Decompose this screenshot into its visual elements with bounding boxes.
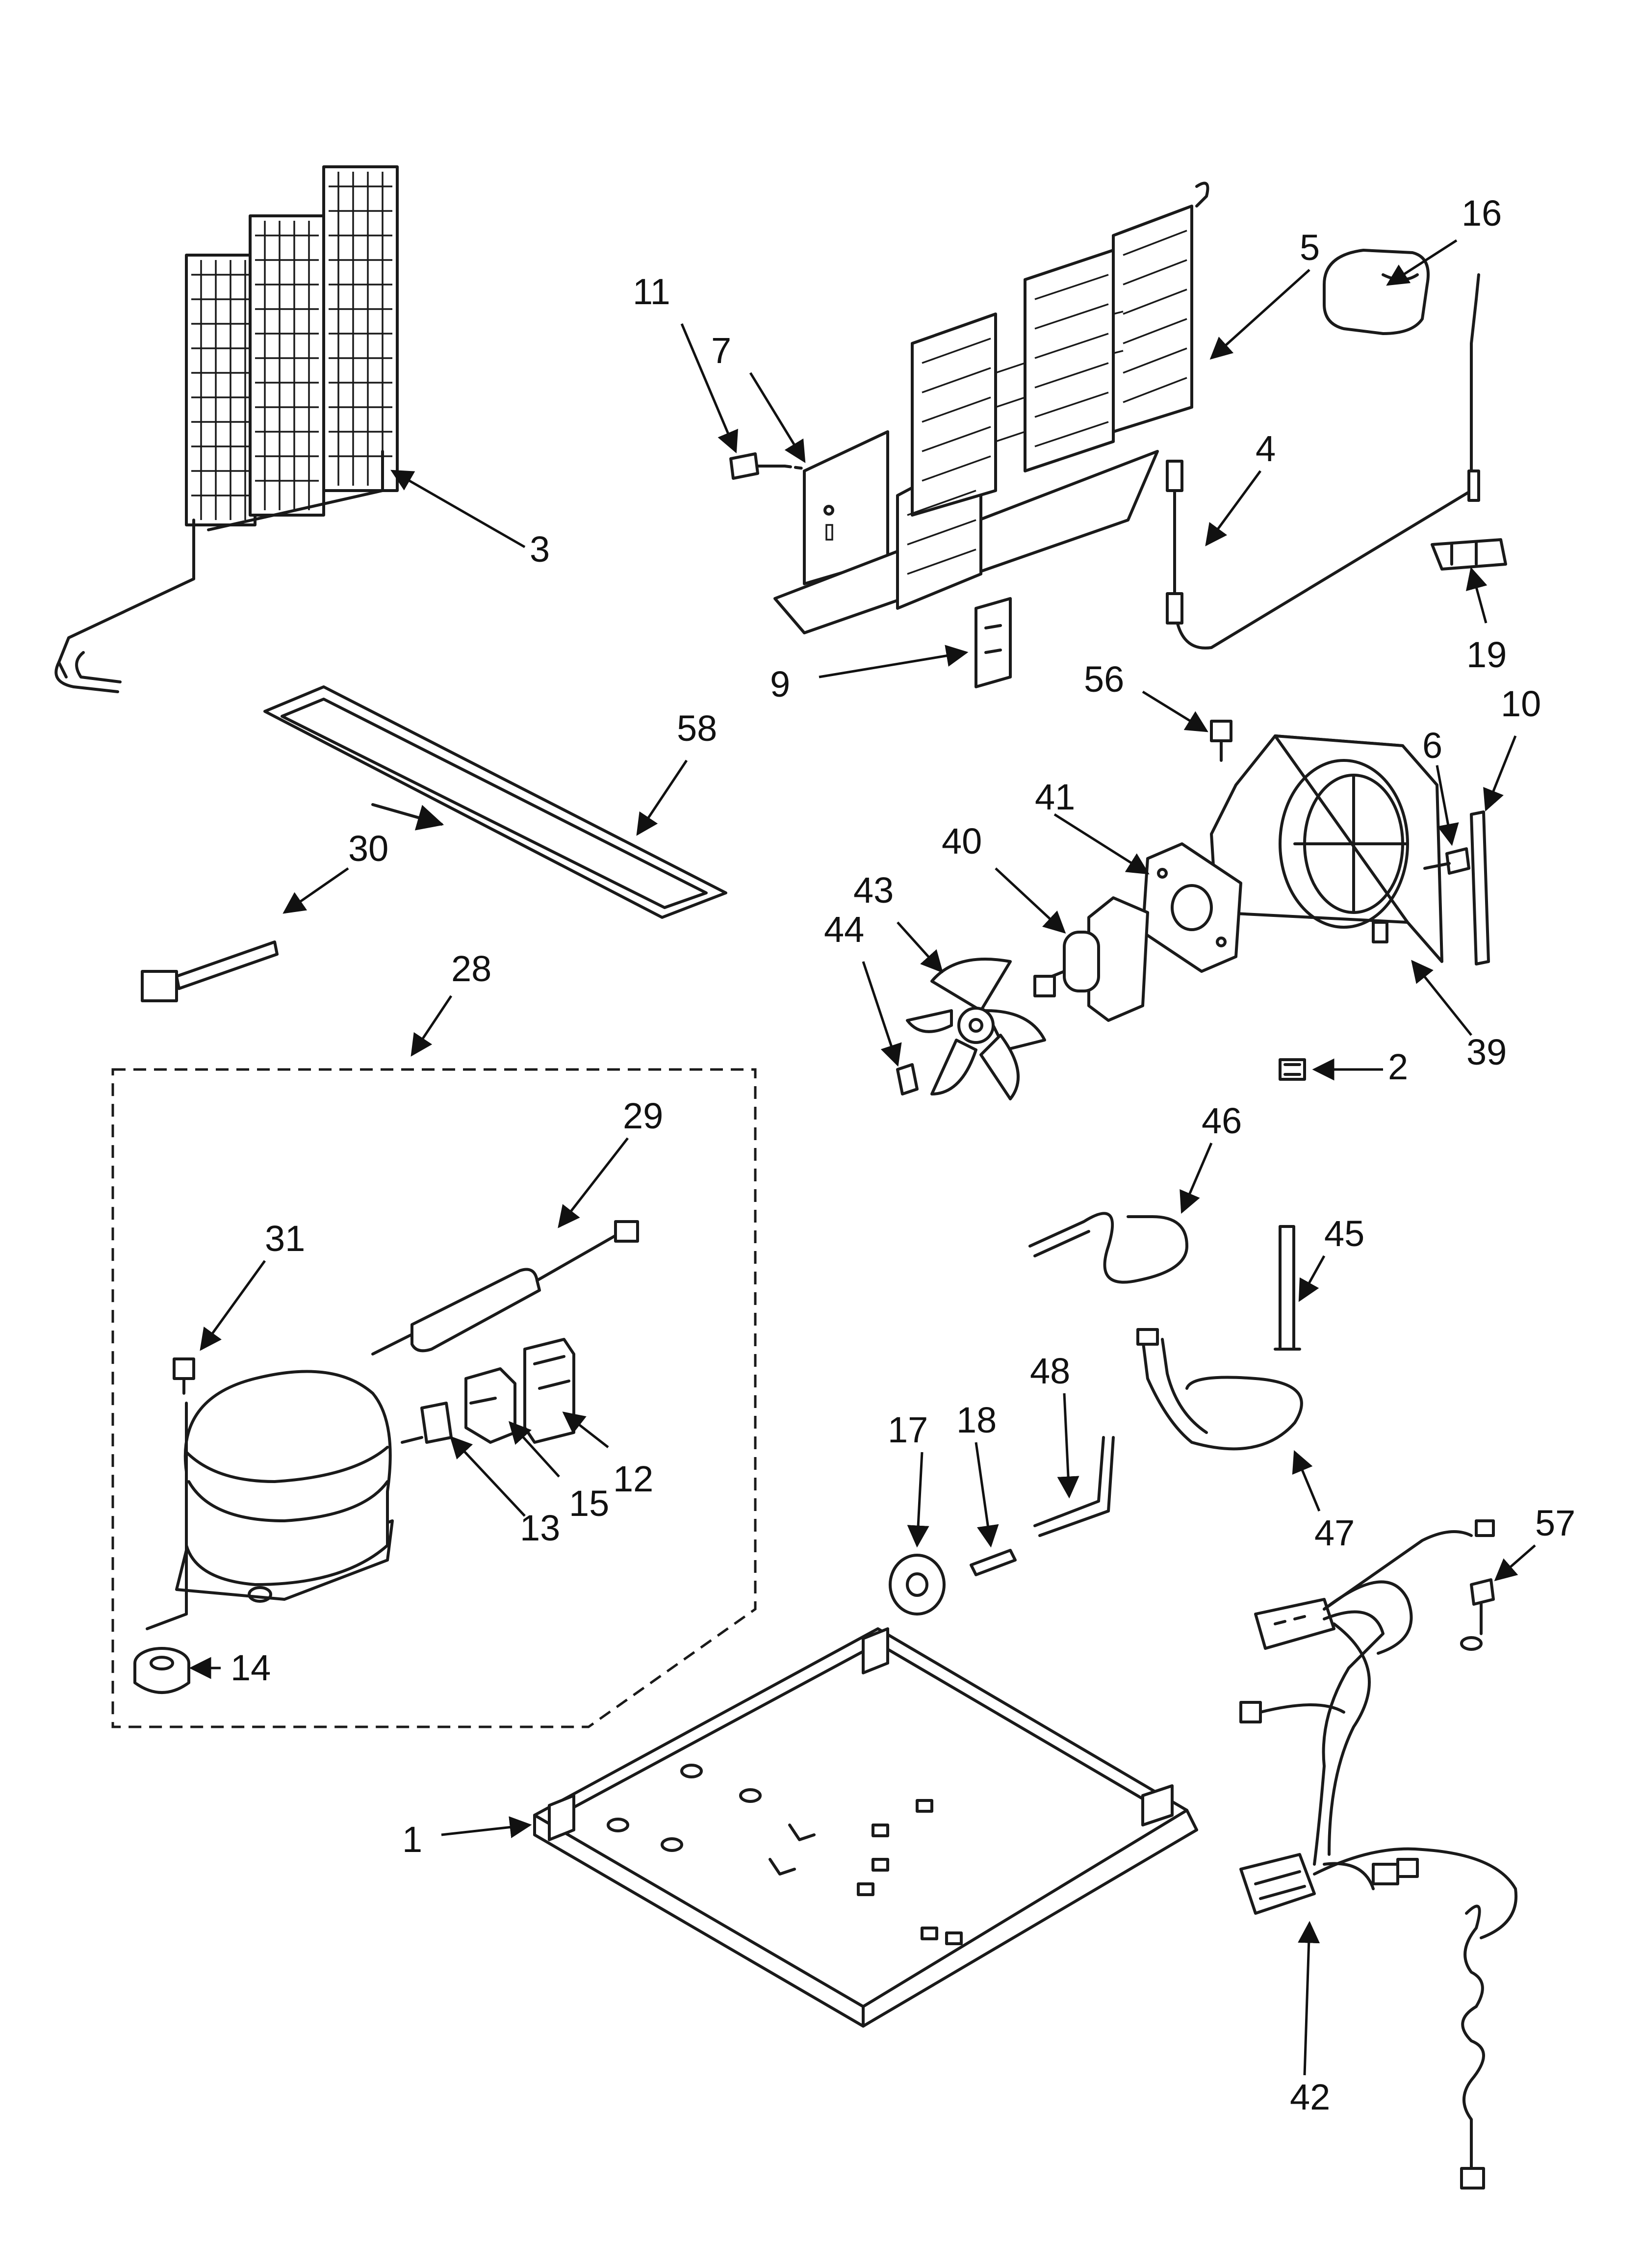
callout-10: 10	[1501, 683, 1541, 724]
callout-7: 7	[711, 330, 731, 371]
callout-44: 44	[824, 909, 864, 950]
callout-19: 19	[1466, 634, 1507, 675]
callout-46: 46	[1202, 1100, 1242, 1141]
overload-15	[464, 1367, 516, 1444]
cable-tie-30	[141, 940, 279, 1002]
callout-40: 40	[942, 821, 982, 861]
pin-45	[1274, 1225, 1301, 1351]
relay-cover-12	[523, 1338, 575, 1444]
tube-47	[1136, 1328, 1303, 1451]
callout-6: 6	[1422, 725, 1442, 766]
relay-13	[401, 1402, 453, 1444]
condenser-coil	[54, 165, 399, 693]
bracket-9	[975, 597, 1012, 688]
callout-9: 9	[770, 664, 790, 704]
screw-57	[1460, 1578, 1495, 1651]
screw-11	[729, 452, 806, 480]
callout-16: 16	[1462, 193, 1502, 234]
callout-31: 31	[265, 1218, 305, 1259]
wiring-harness-42	[1239, 1519, 1518, 2190]
callout-14: 14	[231, 1647, 271, 1688]
callout-29: 29	[623, 1095, 663, 1136]
callout-2: 2	[1388, 1046, 1408, 1087]
wheel-17	[889, 1554, 946, 1616]
tube-48	[1033, 1436, 1115, 1537]
callout-1: 1	[402, 1819, 422, 1860]
thermistor-4	[1166, 273, 1480, 650]
compressor-kit-28	[111, 1068, 757, 1728]
callout-17: 17	[888, 1409, 928, 1450]
nut-2	[1279, 1058, 1306, 1081]
filter-drier-29	[371, 1220, 639, 1356]
evaporator	[773, 182, 1209, 634]
cover-16	[1323, 249, 1430, 335]
callout-5: 5	[1300, 227, 1320, 268]
callout-43: 43	[853, 870, 894, 911]
base-pan-1	[533, 1627, 1198, 2028]
callout-28: 28	[451, 948, 491, 989]
clip-44	[896, 1063, 919, 1095]
screw-6	[1423, 847, 1470, 875]
callout-39: 39	[1466, 1032, 1507, 1072]
tube-46	[1028, 1212, 1188, 1284]
grommet-14	[133, 1647, 190, 1694]
drain-tray-58	[263, 685, 727, 919]
callout-11: 11	[633, 271, 670, 312]
leader-lines	[189, 239, 1536, 2076]
callout-41: 41	[1035, 777, 1075, 817]
callout-45: 45	[1324, 1213, 1364, 1254]
strip-10	[1470, 810, 1490, 965]
callout-3: 3	[530, 529, 550, 570]
clip-19	[1431, 538, 1507, 571]
fan-motor-40	[1033, 896, 1149, 1022]
fan-shroud-39	[1210, 734, 1443, 963]
callout-labels: 3 11 7 5 16 4 19 9 58 56 10 6 41 40 43 4…	[231, 193, 1575, 2117]
callout-4: 4	[1256, 428, 1276, 469]
axle-18	[970, 1549, 1017, 1576]
callout-56: 56	[1084, 659, 1124, 700]
callout-15: 15	[569, 1483, 609, 1524]
screw-31	[173, 1357, 195, 1395]
fan-blade-43	[906, 958, 1046, 1100]
callout-58: 58	[677, 708, 717, 749]
screw-56	[1210, 720, 1232, 762]
callout-57: 57	[1535, 1503, 1575, 1543]
compressor	[146, 1370, 394, 1630]
callout-42: 42	[1290, 2077, 1330, 2117]
callout-12: 12	[613, 1459, 653, 1499]
callout-47: 47	[1314, 1512, 1355, 1553]
callout-13: 13	[520, 1508, 560, 1548]
callout-30: 30	[348, 828, 388, 869]
callout-48: 48	[1030, 1351, 1070, 1391]
callout-18: 18	[956, 1400, 997, 1440]
